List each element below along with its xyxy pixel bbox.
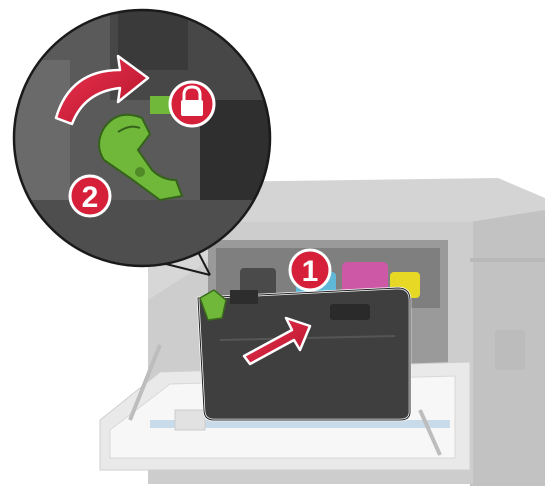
step-2-number: 2 xyxy=(82,181,99,214)
step-1-number: 1 xyxy=(302,255,319,288)
lock-badge xyxy=(170,82,214,126)
waste-toner-bottle xyxy=(198,288,410,420)
step-2-badge: 2 xyxy=(70,176,110,216)
step-1-badge: 1 xyxy=(290,250,330,290)
